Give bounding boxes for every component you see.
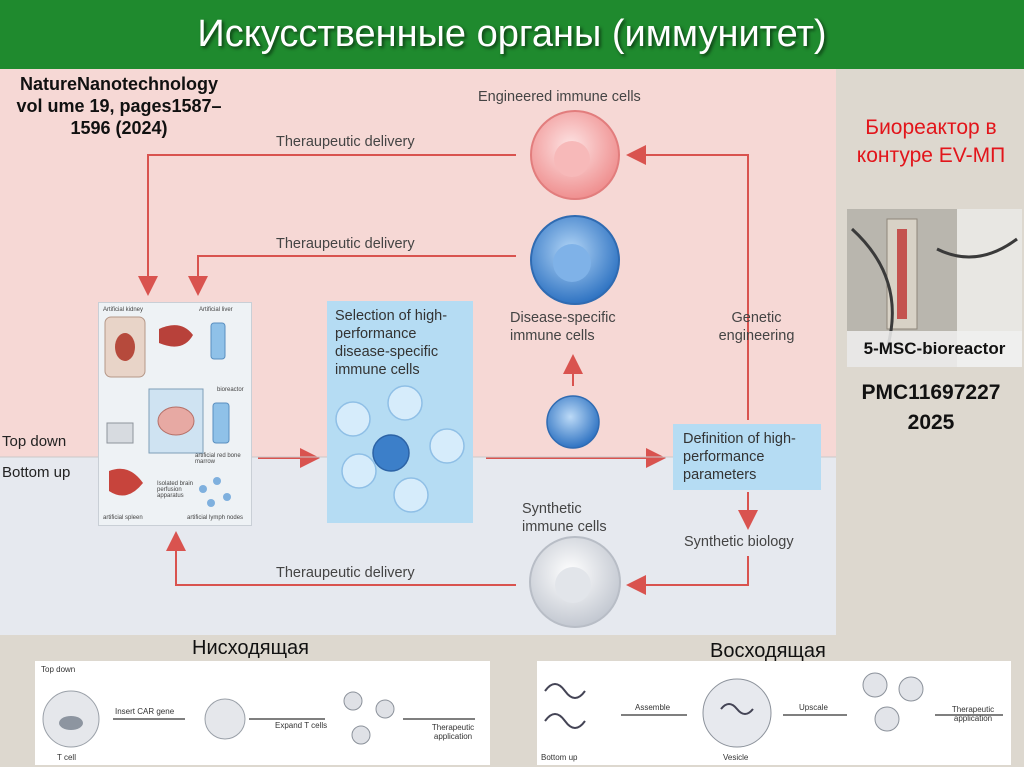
strip-step-therapeutic: Therapeutic application	[431, 723, 475, 741]
top-down-label: Top down	[2, 433, 67, 450]
selection-text: Selection of high-performance disease-sp…	[335, 308, 448, 378]
delivery-label-1: Theraupeutic delivery	[276, 134, 415, 150]
bottom-up-strip: Bottom up Assemble Upscale Therapeutic a…	[537, 661, 1011, 765]
ascending-heading: Восходящая	[710, 640, 826, 662]
delivery-label-3: Theraupeutic delivery	[276, 565, 415, 581]
bioreactor-title: Биореактор в контуре EV-МП	[856, 116, 1006, 167]
organs-illustration	[104, 316, 231, 507]
organ-brain-label: Isolated brain perfusion apparatus	[157, 481, 194, 499]
strip-step-expand: Expand T cells	[275, 721, 328, 730]
engineered-immune-cell	[530, 110, 620, 200]
strip-step-insert: Insert CAR gene	[115, 707, 175, 716]
selected-cells	[335, 385, 465, 513]
strip-vesicle-label: Vesicle	[723, 753, 749, 762]
photo-caption: 5-MSC-bioreactor	[847, 331, 1022, 367]
synthetic-biology-label: Synthetic biology	[684, 534, 794, 550]
bioreactor-photo: 5-MSC-bioreactor	[847, 209, 1022, 367]
organ-marrow-label: artificial red bone marrow	[195, 453, 241, 465]
engineered-cells-label: Engineered immune cells	[478, 89, 641, 105]
disease-specific-immune-cell	[530, 215, 620, 305]
delivery-label-2: Theraupeutic delivery	[276, 236, 415, 252]
organ-lymph-label: artificial lymph nodes	[187, 515, 244, 521]
strip-step-upscale: Upscale	[799, 703, 828, 712]
organ-kidney-label: Artificial kidney	[103, 307, 144, 313]
organ-spleen-label: artificial spleen	[103, 515, 143, 521]
bottom-up-illustration	[544, 672, 1003, 748]
descending-heading: Нисходящая	[192, 637, 309, 659]
synthetic-cells-label: Synthetic immune cells	[522, 501, 607, 535]
genetic-engineering-label: Genetic engineering	[718, 310, 795, 344]
top-down-strip: Top down Insert CAR gene Expand T cells …	[35, 661, 490, 765]
disease-cells-label: Disease-specific immune cells	[510, 310, 616, 344]
selection-box: Selection of high-performance disease-sp…	[327, 301, 473, 523]
strip-t-cell-label: T cell	[57, 753, 76, 762]
strip-bottom-up-label: Bottom up	[541, 753, 578, 762]
definition-box: Definition of high-performance parameter…	[673, 424, 821, 490]
strip-top-down-label: Top down	[41, 665, 76, 674]
organ-bioreactor-label: bioreactor	[217, 387, 244, 393]
strip-step-therapeutic: Therapeutic application	[951, 705, 995, 723]
pmc-reference: PMC11697227 2025	[861, 381, 1001, 434]
definition-text: Definition of high-performance parameter…	[683, 431, 796, 483]
small-immune-cell	[546, 395, 600, 449]
slide-title: Искусственные органы (иммунитет)	[197, 13, 827, 55]
organ-liver-label: Artificial liver	[199, 307, 233, 313]
strip-step-assemble: Assemble	[635, 703, 671, 712]
title-bar: Искусственные органы (иммунитет)	[0, 0, 1024, 69]
journal-reference: NatureNanotechnology vol ume 19, pages15…	[16, 74, 222, 138]
top-down-illustration	[42, 690, 475, 748]
bottom-up-label: Bottom up	[2, 464, 71, 481]
synthetic-immune-cell	[529, 536, 621, 628]
artificial-organs-panel: Artificial kidney Artificial liver biore…	[98, 302, 252, 526]
